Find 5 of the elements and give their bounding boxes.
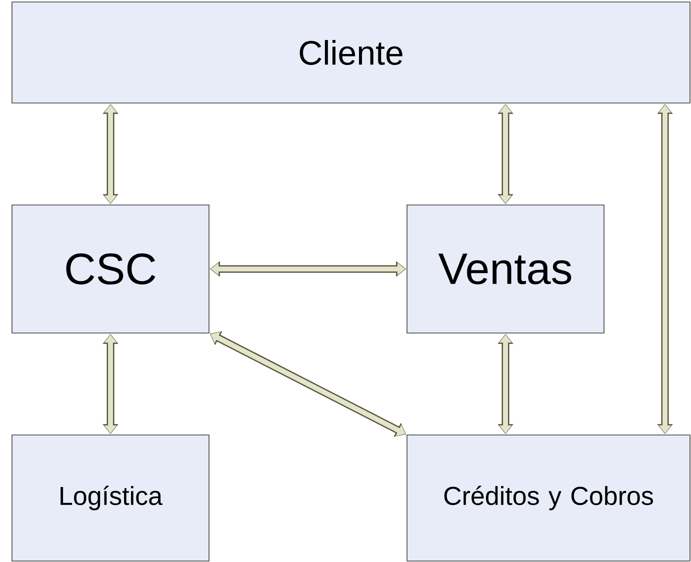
- process-box: Ventas: [406, 204, 604, 334]
- process-box: Cliente: [12, 2, 690, 104]
- process-box: Logística: [12, 434, 210, 562]
- process-box: Créditos y Cobros: [406, 434, 690, 562]
- process-box: CSC: [12, 204, 210, 334]
